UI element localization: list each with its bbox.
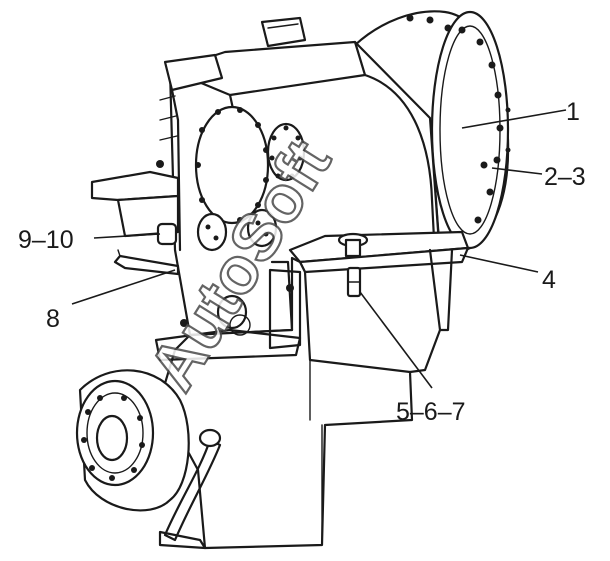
- ports: [196, 208, 278, 252]
- converter-bolts: [406, 14, 511, 224]
- lower-housing: [154, 256, 414, 550]
- label-8: 8: [46, 305, 60, 333]
- label-5-6-7: 5–6–7: [396, 398, 466, 426]
- label-1: 1: [566, 98, 580, 126]
- leader-lines: [71, 109, 567, 389]
- output-flange: [75, 369, 190, 512]
- right-mount-bracket: [288, 230, 470, 374]
- shift-handle: [158, 428, 222, 550]
- small-flange: [266, 122, 306, 182]
- left-mount-bracket: [90, 160, 180, 246]
- lever-8: [113, 249, 180, 276]
- label-2-3: 2–3: [544, 163, 586, 191]
- rear-cover-plate: [194, 105, 270, 225]
- label-4: 4: [542, 266, 556, 294]
- label-9-10: 9–10: [18, 226, 74, 254]
